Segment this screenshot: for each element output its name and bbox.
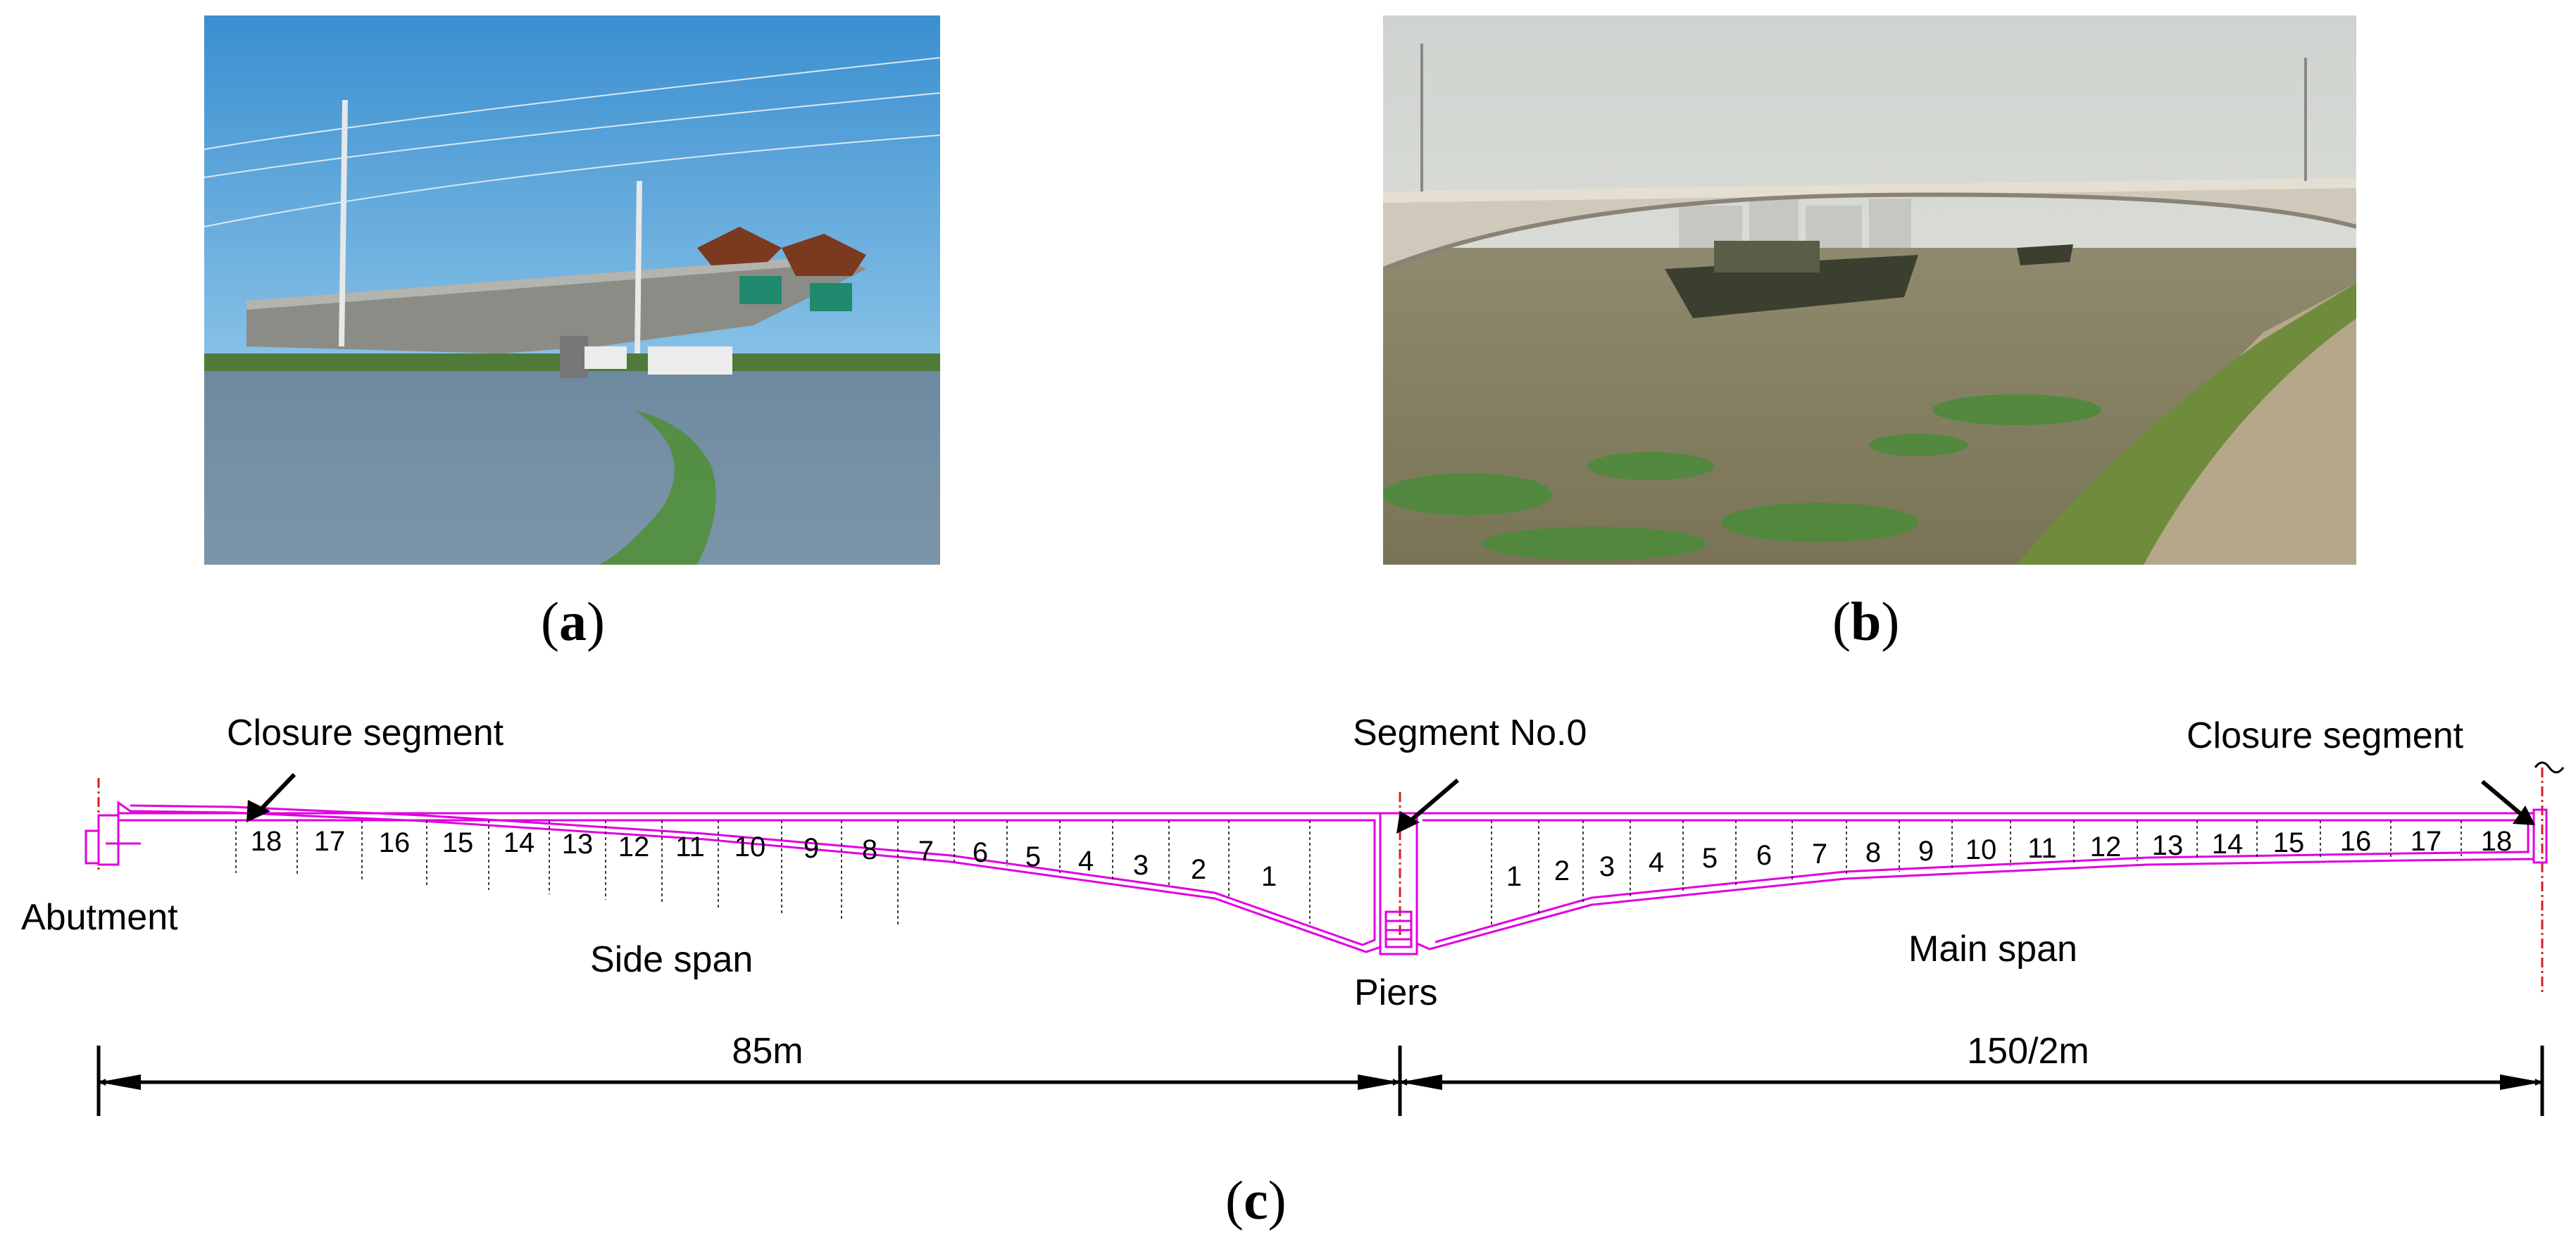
side-span-dimension: 85m xyxy=(732,1031,803,1072)
abutment-label: Abutment xyxy=(21,897,178,938)
main-segment-8: 8 xyxy=(1865,837,1881,868)
side-segment-10: 10 xyxy=(734,832,766,863)
side-segment-4: 4 xyxy=(1078,846,1094,877)
main-segment-16: 16 xyxy=(2340,826,2372,857)
main-span-dimension: 150/2m xyxy=(1967,1031,2089,1072)
main-span-label: Main span xyxy=(1908,929,2077,970)
main-segment-10: 10 xyxy=(1965,834,1997,865)
side-segment-6: 6 xyxy=(973,837,988,868)
main-segment-11: 11 xyxy=(2027,833,2057,864)
photo-completed-bridge xyxy=(1383,15,2356,565)
main-segment-dividers xyxy=(1491,820,2462,926)
side-segment-13: 13 xyxy=(562,829,594,860)
side-segment-16: 16 xyxy=(379,827,411,858)
side-segment-5: 5 xyxy=(1025,841,1041,872)
side-segment-15: 15 xyxy=(442,827,474,858)
centerlines xyxy=(97,767,2544,993)
main-segment-17: 17 xyxy=(2411,826,2442,857)
photo-construction xyxy=(204,15,940,565)
side-segment-2: 2 xyxy=(1191,854,1206,885)
side-span-label: Side span xyxy=(590,939,753,980)
side-segment-11: 11 xyxy=(675,832,705,863)
side-segment-9: 9 xyxy=(804,833,819,864)
side-segment-dividers xyxy=(235,820,1311,927)
closure-segment-left-label: Closure segment xyxy=(227,713,504,753)
side-segment-17: 17 xyxy=(314,826,346,857)
break-symbol xyxy=(2534,761,2565,774)
main-segment-9: 9 xyxy=(1918,836,1934,867)
main-segment-12: 12 xyxy=(2090,832,2122,863)
side-segment-3: 3 xyxy=(1133,850,1149,881)
closure-segment-right-label: Closure segment xyxy=(2187,715,2464,756)
caption-a: (a) xyxy=(541,591,605,652)
main-segment-15: 15 xyxy=(2273,827,2305,858)
main-segment-6: 6 xyxy=(1756,840,1772,871)
side-segment-12: 12 xyxy=(618,832,650,863)
side-segment-18: 18 xyxy=(251,826,282,857)
main-segment-1: 1 xyxy=(1506,861,1522,892)
main-segment-14: 14 xyxy=(2212,829,2244,860)
main-segment-5: 5 xyxy=(1702,843,1718,874)
caption-c: (c) xyxy=(1225,1170,1287,1231)
side-segment-labels: 18 17 16 15 14 13 12 11 10 9 8 7 6 5 4 3 2 1 xyxy=(251,826,1277,892)
side-segment-7: 7 xyxy=(918,836,934,867)
side-segment-1: 1 xyxy=(1261,861,1277,892)
dimension-lines xyxy=(96,1046,2544,1116)
caption-b: (b) xyxy=(1832,591,1900,652)
segment-no0-label: Segment No.0 xyxy=(1353,713,1587,753)
callout-arrows xyxy=(246,772,2535,834)
dimension-arrowheads xyxy=(99,1074,2542,1090)
main-segment-3: 3 xyxy=(1599,851,1615,882)
main-segment-2: 2 xyxy=(1554,855,1570,886)
main-segment-7: 7 xyxy=(1812,839,1827,870)
girder-outline xyxy=(85,801,2548,955)
side-segment-8: 8 xyxy=(862,834,877,865)
main-segment-18: 18 xyxy=(2481,826,2513,857)
main-segment-4: 4 xyxy=(1649,847,1664,878)
side-segment-14: 14 xyxy=(504,827,535,858)
main-segment-13: 13 xyxy=(2152,830,2184,861)
piers-label: Piers xyxy=(1354,972,1437,1013)
